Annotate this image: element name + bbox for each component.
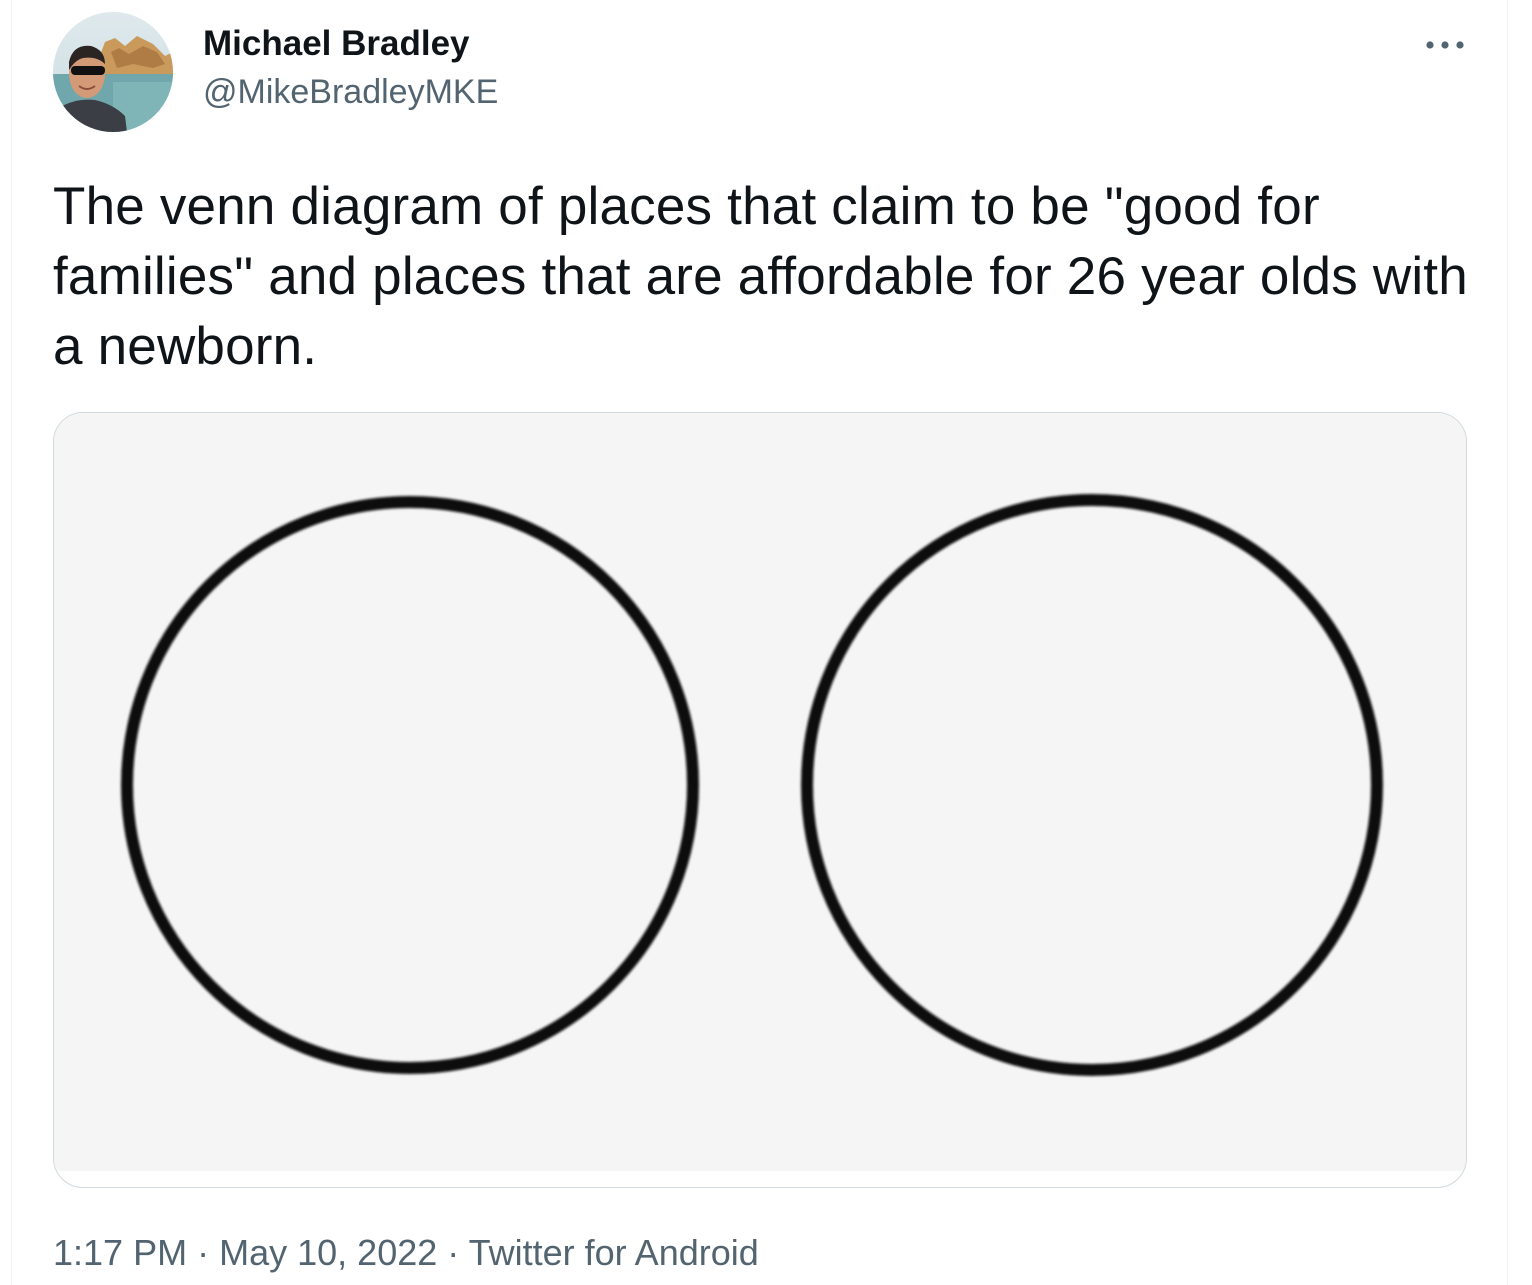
more-horizontal-icon [1426, 41, 1464, 49]
meta-separator: · [197, 1232, 210, 1273]
more-options-button[interactable] [1420, 28, 1470, 62]
tweet-time-link[interactable]: 1:17 PM [53, 1232, 188, 1273]
author-avatar[interactable] [53, 12, 173, 132]
tweet-text: The venn diagram of places that claim to… [53, 177, 1468, 376]
tweet-source-link[interactable]: Twitter for Android [468, 1232, 759, 1273]
tweet-card: Michael Bradley @MikeBradleyMKE The venn… [11, 0, 1508, 1285]
tweet-date-link[interactable]: May 10, 2022 [219, 1232, 438, 1273]
two-separate-circles-image [121, 494, 1383, 1076]
left-circle [121, 496, 699, 1074]
avatar-photo-icon [53, 12, 173, 132]
tweet-metadata: 1:17 PM · May 10, 2022 · Twitter for And… [53, 1228, 759, 1278]
tweet-media-image[interactable] [53, 412, 1467, 1188]
meta-separator: · [447, 1232, 460, 1273]
author-info: Michael Bradley @MikeBradleyMKE [203, 20, 498, 116]
author-display-name[interactable]: Michael Bradley [203, 24, 470, 63]
right-circle [801, 494, 1383, 1076]
author-handle[interactable]: @MikeBradleyMKE [203, 73, 499, 111]
